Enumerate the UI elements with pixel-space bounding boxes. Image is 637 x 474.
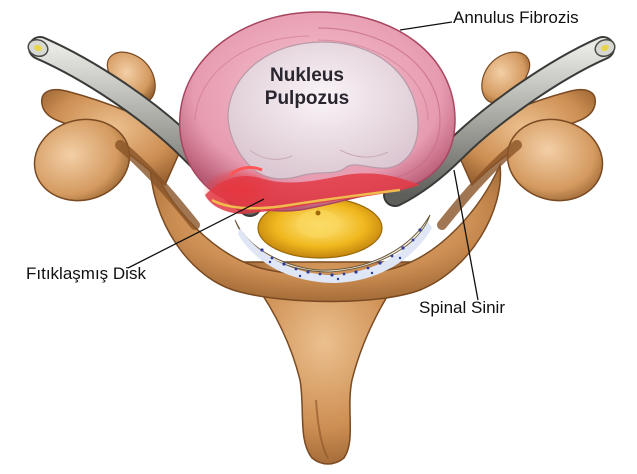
nucleus-label-line2: Pulpozus: [262, 87, 352, 110]
herniated-disk-label: Fıtıklaşmış Disk: [26, 264, 146, 284]
annulus-fibrosus-label: Annulus Fibrozis: [453, 8, 579, 28]
annulus-leader: [400, 22, 452, 30]
nucleus-pulposus-label: Nukleus Pulpozus: [262, 64, 352, 110]
nucleus-label-line1: Nukleus: [262, 64, 352, 87]
right-transverse-process: [442, 90, 612, 225]
spinal-nerve-label: Spinal Sinir: [419, 298, 505, 318]
